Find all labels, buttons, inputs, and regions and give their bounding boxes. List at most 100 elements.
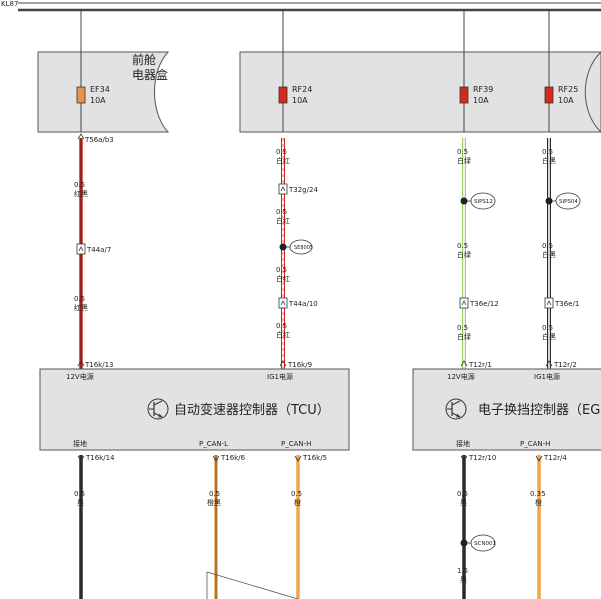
front-fuse-box-left bbox=[37, 51, 170, 133]
wire-color: 黑 bbox=[460, 499, 467, 507]
tcu-wire-can-l: T16k/6 0.5 橙黑 bbox=[207, 454, 246, 599]
wire-size: 0.5 bbox=[542, 324, 553, 332]
conn-label: T16k/9 bbox=[287, 361, 312, 369]
egs-wire-can-h: T12r/4 0.35 橙 bbox=[530, 454, 567, 599]
wire-size: 0.5 bbox=[209, 490, 220, 498]
egs-title: 电子换挡控制器（EGS bbox=[478, 403, 601, 418]
connector-arrow-icon bbox=[545, 360, 553, 367]
splice-label: SIPS12 bbox=[474, 199, 493, 205]
wire-color: 红黑 bbox=[74, 303, 88, 312]
tcu-module: 12V电源 IG1电源 自动变速器控制器（TCU） 接地 P_CAN-L P_C… bbox=[39, 368, 350, 451]
connector-icon bbox=[544, 297, 554, 309]
tcu-wire-ground: T16k/14 0.5 黑 bbox=[74, 454, 115, 599]
connector-icon bbox=[459, 297, 469, 309]
splice-tag bbox=[555, 192, 581, 210]
splice-label: SE8005 bbox=[294, 245, 313, 251]
egs-box bbox=[412, 368, 601, 451]
tcu-wire-can-h: T16k/5 0.5 橙 bbox=[291, 454, 327, 599]
conn-label: T32g/24 bbox=[288, 186, 318, 194]
box-cut-edge bbox=[584, 51, 601, 133]
splice-label: SCN001 bbox=[474, 541, 496, 547]
conn-label: T16k/5 bbox=[302, 454, 327, 462]
splice-dot bbox=[279, 243, 287, 251]
wire-color: 橙 bbox=[535, 498, 542, 507]
egs-pin-canh: P_CAN-H bbox=[520, 440, 550, 448]
wire-color: 白红 bbox=[276, 330, 290, 339]
wire-size: 0.5 bbox=[276, 208, 287, 216]
wire-size: 0.5 bbox=[457, 148, 468, 156]
wire-size: 0.5 bbox=[276, 322, 287, 330]
wire-color: 橙 bbox=[294, 498, 301, 507]
wire-size: 0.5 bbox=[542, 148, 553, 156]
conn-label: T16k/13 bbox=[84, 361, 114, 369]
conn-label: T16k/14 bbox=[85, 454, 115, 462]
conn-label: T12r/1 bbox=[468, 361, 492, 369]
wire-size: 0.5 bbox=[276, 148, 287, 156]
wire-color: 白绿 bbox=[457, 250, 471, 259]
conn-label: T12r/10 bbox=[468, 454, 496, 462]
wire-white-black: 0.5 白黑 SIPS04 0.5 白黑 T36e/1 0.5 白黑 T12r/… bbox=[542, 138, 581, 370]
conn-label: T44a/7 bbox=[86, 246, 111, 254]
wire-color: 白黑 bbox=[542, 250, 556, 259]
fuse-rating: 10A bbox=[292, 96, 308, 105]
tcu-pin-canh: P_CAN-H bbox=[281, 440, 311, 448]
wire-color: 白绿 bbox=[457, 156, 471, 165]
fuse-name: RF25 bbox=[558, 85, 578, 94]
conn-label: T44a/10 bbox=[288, 300, 318, 308]
bus-label: KL87 bbox=[1, 0, 18, 8]
connector-arrow-icon bbox=[279, 360, 287, 367]
twist-marker-diag bbox=[206, 571, 299, 599]
egs-wire-ground: T12r/10 0.5 黑 SCN001 1.5 黑 bbox=[457, 454, 496, 599]
wire-white-green: 0.5 白绿 SIPS12 0.5 白绿 T36e/12 0.5 白绿 T12r… bbox=[457, 138, 499, 370]
wire-white-red: 0.5 白红 T32g/24 0.5 白红 SE8005 0.5 白红 T44a… bbox=[276, 138, 318, 370]
fuse-rating: 10A bbox=[558, 96, 574, 105]
wire-color: 黑 bbox=[460, 576, 467, 584]
fuse-rating: 10A bbox=[90, 96, 106, 105]
connector-arrow-icon bbox=[77, 455, 85, 462]
wire-color: 红黑 bbox=[74, 189, 88, 198]
connector-arrow-icon bbox=[77, 360, 85, 367]
wire-size: 1.5 bbox=[457, 567, 468, 575]
conn-label: T12r/2 bbox=[553, 361, 577, 369]
tcu-pin-gnd: 接地 bbox=[73, 439, 87, 448]
connector-arrow-icon bbox=[460, 360, 468, 367]
connector-arrow-icon bbox=[212, 455, 220, 462]
transistor-icon bbox=[147, 398, 169, 420]
connector-icon bbox=[278, 183, 288, 195]
fuse-rf25: RF25 10A bbox=[544, 52, 578, 132]
fuse-ef34: EF34 10A bbox=[76, 52, 110, 132]
connector-icon bbox=[278, 297, 288, 309]
fuse-rating: 10A bbox=[473, 96, 489, 105]
transistor-icon bbox=[445, 398, 467, 420]
conn-label: T12r/4 bbox=[543, 454, 567, 462]
tcu-title: 自动变速器控制器（TCU） bbox=[174, 402, 330, 418]
egs-module: 12V电源 IG1电源 电子换挡控制器（EGS 接地 P_CAN-H bbox=[412, 368, 601, 451]
splice-tag bbox=[289, 239, 313, 255]
connector-arrow-icon bbox=[294, 455, 302, 462]
splice-dot bbox=[545, 197, 553, 205]
connector-arrow-icon bbox=[77, 133, 85, 140]
wire-size: 0.5 bbox=[291, 490, 302, 498]
wire-color: 白黑 bbox=[542, 332, 556, 341]
wire-size: 0.5 bbox=[276, 266, 287, 274]
wire-size: 0.5 bbox=[457, 242, 468, 250]
splice-tag bbox=[470, 192, 496, 210]
wire-color: 白红 bbox=[276, 274, 290, 283]
wire-size: 0.5 bbox=[457, 324, 468, 332]
fuse-rf24: RF24 10A bbox=[278, 52, 312, 132]
tcu-pin-12v: 12V电源 bbox=[66, 372, 94, 381]
wire-size: 0.5 bbox=[457, 490, 468, 498]
wire-color: 白红 bbox=[276, 216, 290, 225]
wire-color: 橙黑 bbox=[207, 498, 221, 507]
connector-arrow-icon bbox=[460, 455, 468, 462]
wire-size: 0.5 bbox=[74, 295, 85, 303]
splice-label: SIPS04 bbox=[559, 199, 578, 205]
front-box-title-1: 前舱 bbox=[132, 52, 156, 67]
wire-size: 0.35 bbox=[530, 490, 546, 498]
conn-label: T56a/b3 bbox=[84, 136, 114, 144]
conn-label: T36e/1 bbox=[554, 300, 579, 308]
front-box-title-2: 电器盒 bbox=[132, 67, 168, 82]
splice-dot bbox=[460, 539, 468, 547]
fuse-rf39: RF39 10A bbox=[459, 52, 493, 132]
